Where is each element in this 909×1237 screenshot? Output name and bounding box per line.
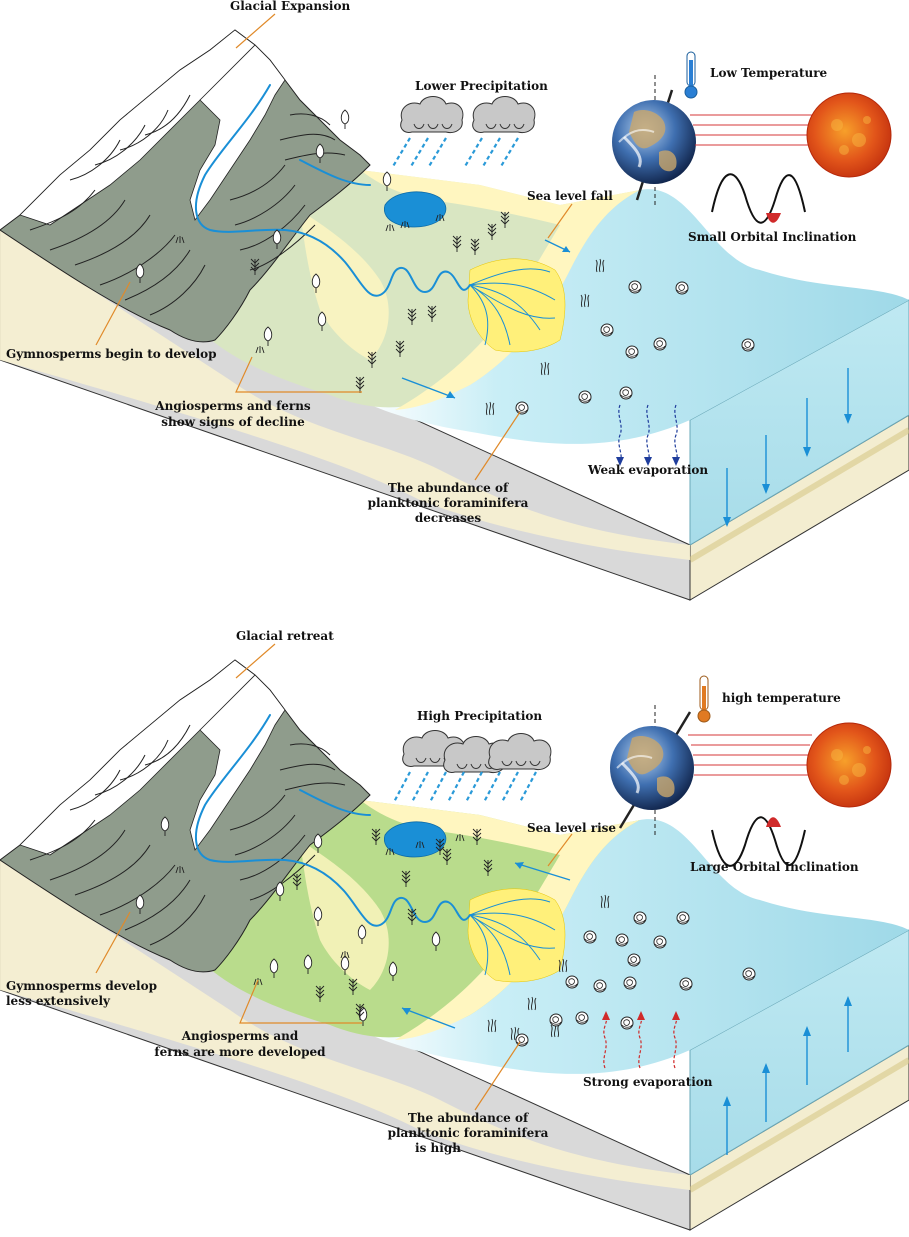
top-astronomy — [610, 51, 892, 224]
foram-label-line1: The abundance of — [408, 1111, 529, 1125]
sea-level-label: Sea level fall — [527, 189, 613, 203]
angiosperm-label-line2: show signs of decline — [161, 415, 305, 429]
bottom-labels: Glacial retreat High Precipitation high … — [6, 629, 859, 1155]
evaporation-label: Strong evaporation — [583, 1075, 713, 1089]
sun-icon — [806, 92, 892, 178]
foram-label-line1: The abundance of — [388, 481, 509, 495]
earth-icon — [610, 98, 698, 186]
bottom-sea-level-arrows — [401, 862, 852, 1155]
precip-label: Lower Precipitation — [415, 79, 548, 93]
temperature-label: Low Temperature — [710, 66, 828, 80]
top-evaporation-arrows — [616, 404, 680, 466]
bottom-clouds — [393, 730, 552, 803]
gymnosperm-label-line1: Gymnosperms develop — [6, 979, 157, 993]
top-rain — [391, 137, 519, 169]
evaporation-label: Weak evaporation — [587, 463, 708, 477]
precip-label: High Precipitation — [417, 709, 542, 723]
angiosperm-label-line2: ferns are more developed — [154, 1045, 326, 1059]
top-panel: Glacial Expansion Lower Precipitation Lo… — [0, 0, 909, 600]
top-sea-level-arrows — [401, 239, 852, 527]
angiosperm-label-line1: Angiosperms and — [181, 1029, 299, 1043]
sea-level-label: Sea level rise — [527, 821, 616, 835]
glacier-label: Glacial retreat — [236, 629, 334, 643]
orbit-small-icon — [711, 173, 806, 224]
thermometer-cold-icon — [684, 51, 698, 99]
bottom-evaporation-arrows — [602, 1011, 680, 1069]
bottom-astronomy — [608, 675, 892, 867]
foram-label-line3: decreases — [415, 511, 481, 525]
top-clouds — [391, 96, 536, 169]
sun-icon — [806, 722, 892, 808]
thermometer-hot-icon — [697, 675, 711, 723]
gymnosperm-label: Gymnosperms begin to develop — [6, 347, 217, 361]
foram-label-line2: planktonic foraminifera — [388, 1126, 549, 1140]
gymnosperm-label-line2: less extensively — [6, 994, 111, 1008]
orbit-label: Large Orbital Inclination — [690, 860, 859, 874]
bottom-panel: Glacial retreat High Precipitation high … — [0, 629, 909, 1230]
orbit-label: Small Orbital Inclination — [688, 230, 857, 244]
orbit-large-icon — [711, 816, 806, 867]
angiosperm-label-line1: Angiosperms and ferns — [154, 399, 311, 413]
foram-label-line3: is high — [415, 1141, 461, 1155]
temperature-label: high temperature — [722, 691, 841, 705]
bottom-rain — [393, 771, 537, 803]
foram-label-line2: planktonic foraminifera — [368, 496, 529, 510]
earth-icon — [608, 724, 696, 812]
top-labels: Glacial Expansion Lower Precipitation Lo… — [6, 0, 857, 525]
glacier-label: Glacial Expansion — [230, 0, 350, 13]
